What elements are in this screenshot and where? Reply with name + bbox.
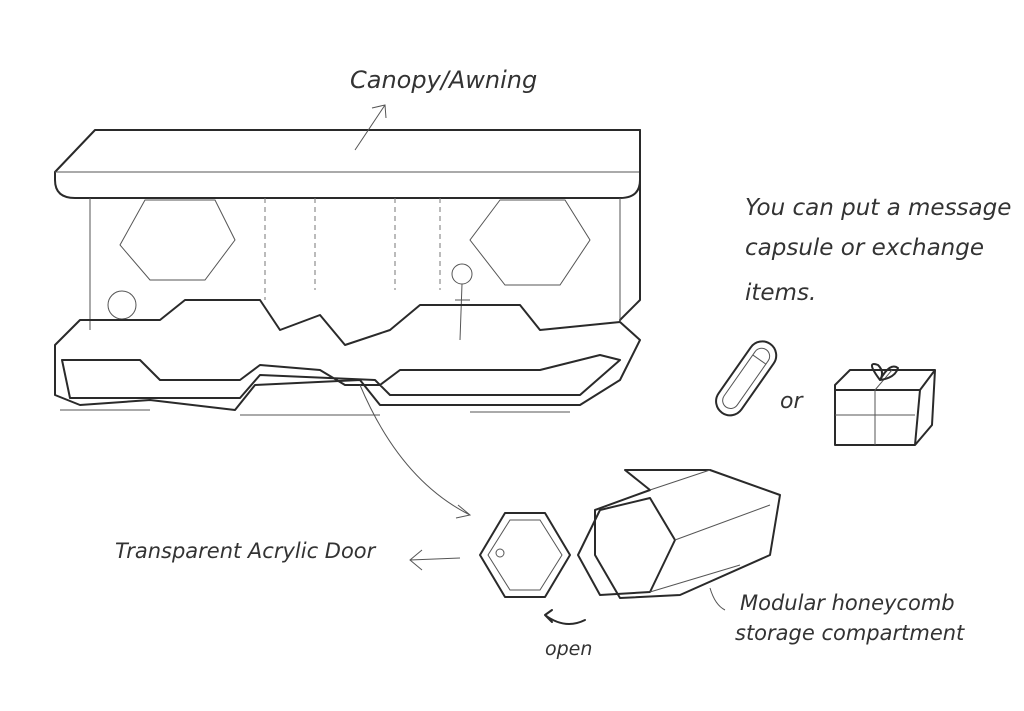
canopy-arrow	[354, 104, 387, 151]
message-capsule-icon	[715, 340, 778, 417]
message-text-line-2: capsule or exchange	[745, 235, 984, 261]
message-text-line-1: You can put a message	[745, 195, 1011, 221]
or-label: or	[780, 389, 804, 414]
storage-arrow	[709, 587, 726, 611]
gift-box-icon	[834, 363, 936, 446]
door-callout-arrow	[359, 384, 472, 519]
honeycomb-compartment	[577, 469, 781, 599]
message-text-line-3: items.	[745, 280, 816, 306]
door-label: Transparent Acrylic Door	[115, 539, 377, 563]
canopy-structure	[54, 129, 641, 341]
open-arrow	[544, 609, 586, 625]
acrylic-door-hexagon	[479, 512, 571, 598]
storage-label-line-1: Modular honeycomb	[740, 591, 955, 615]
storage-label-line-2: storage compartment	[735, 621, 965, 645]
open-label: open	[545, 638, 592, 660]
door-arrow	[409, 549, 461, 571]
bench-base	[54, 299, 641, 416]
canopy-label: Canopy/Awning	[350, 66, 537, 94]
